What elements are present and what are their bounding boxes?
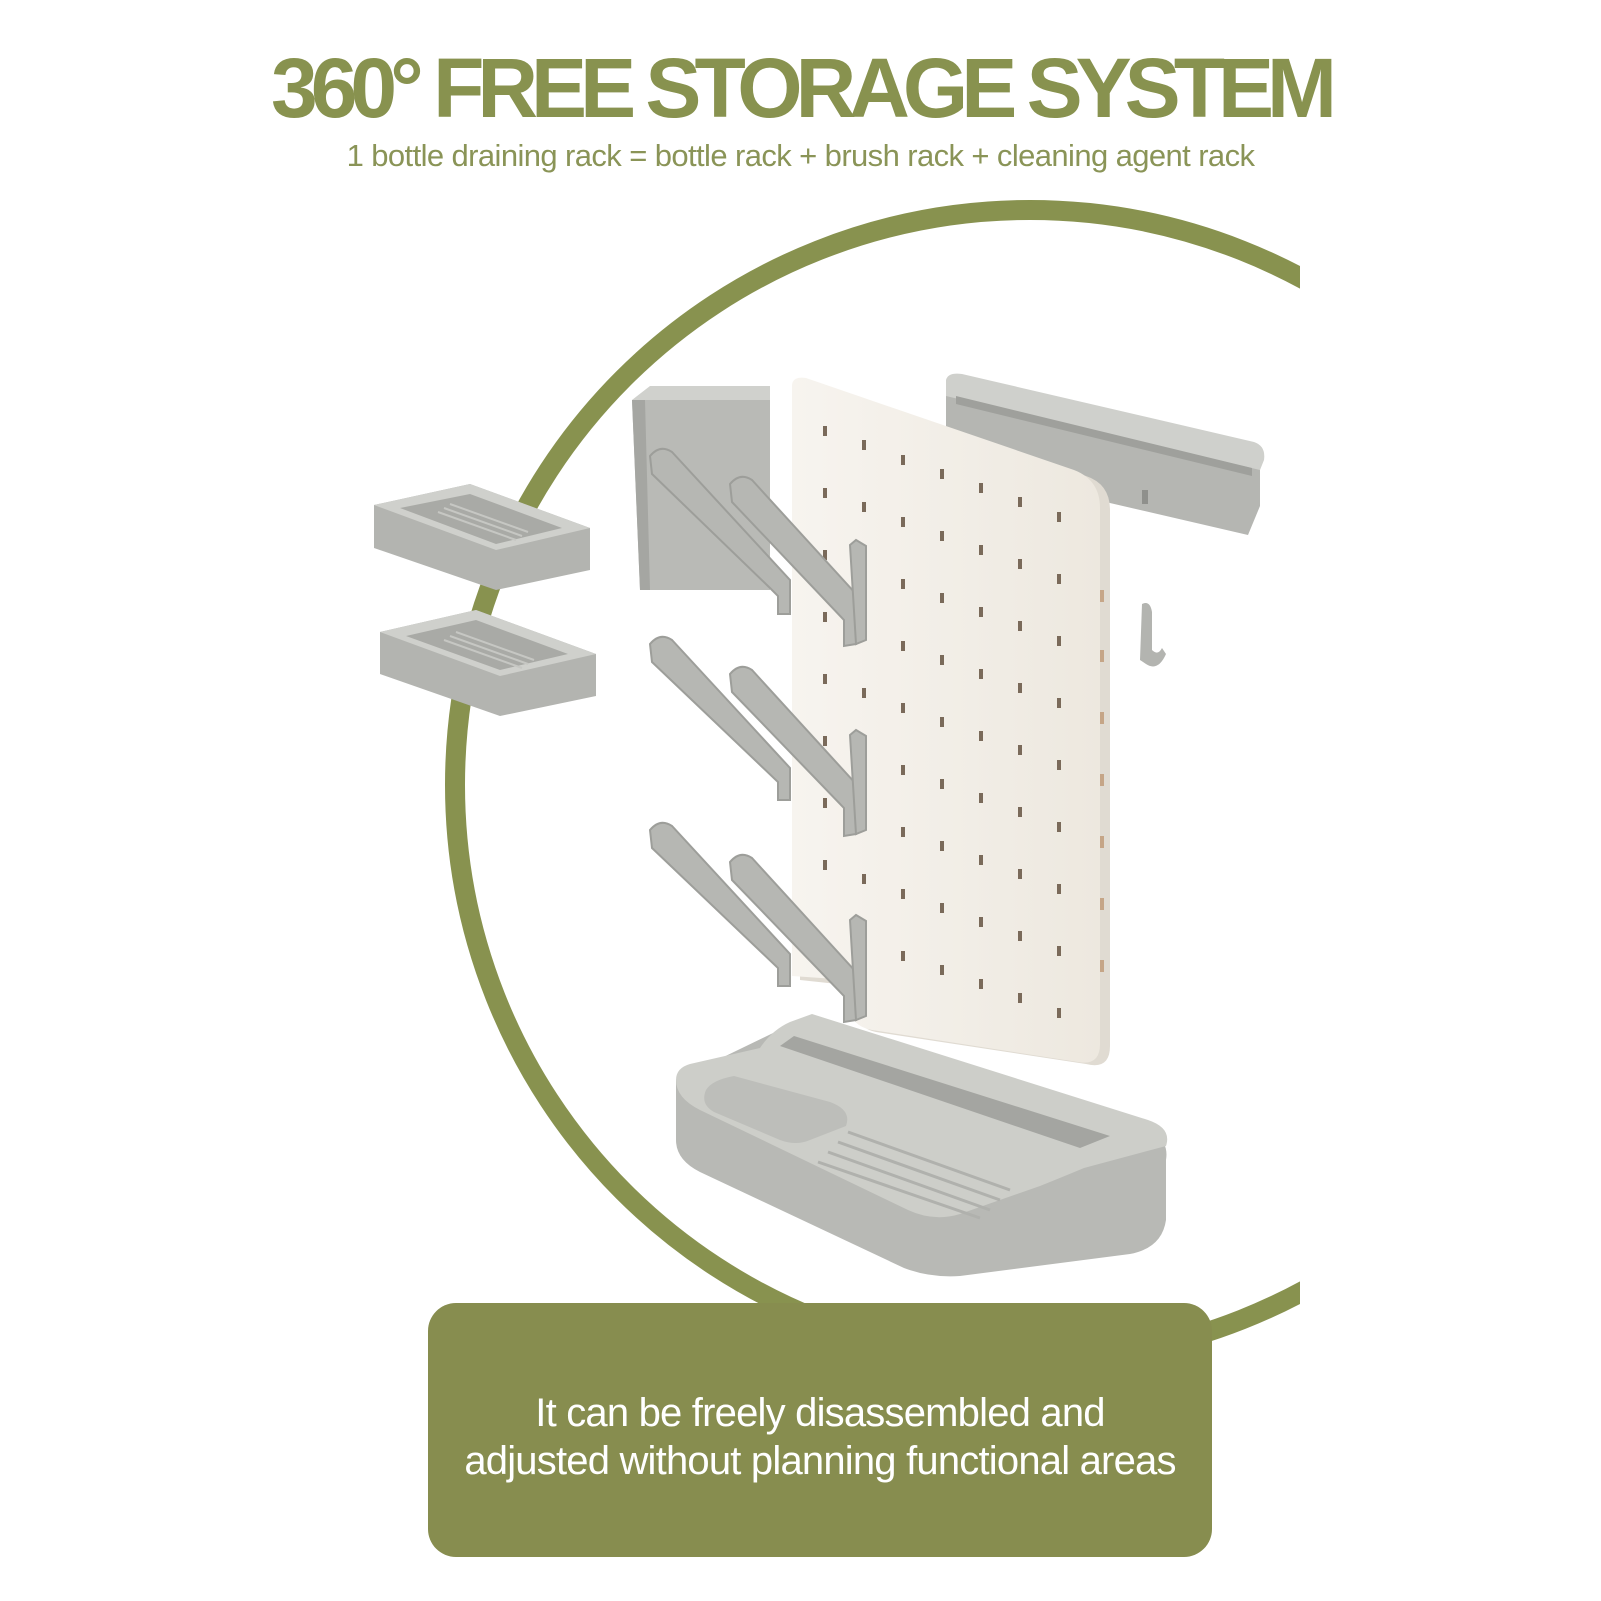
headline-subtitle: 1 bottle draining rack = bottle rack + b… (346, 138, 1255, 173)
drip-tray-base (676, 1014, 1168, 1277)
wall-hook (1140, 603, 1166, 667)
caption-line-2: adjusted without planning functional are… (464, 1439, 1176, 1483)
small-tray-lower (380, 610, 596, 716)
headline-title: 360° FREE STORAGE SYSTEM (270, 41, 1337, 135)
caption-line-1: It can be freely disassembled and (535, 1391, 1105, 1435)
pegboard (792, 377, 1110, 1066)
caption-text: It can be freely disassembled and adjust… (464, 1389, 1176, 1485)
small-tray-upper (374, 484, 590, 590)
caption-box: It can be freely disassembled and adjust… (428, 1303, 1212, 1557)
drying-pegs (648, 447, 867, 1024)
top-right-shelf (946, 373, 1265, 535)
